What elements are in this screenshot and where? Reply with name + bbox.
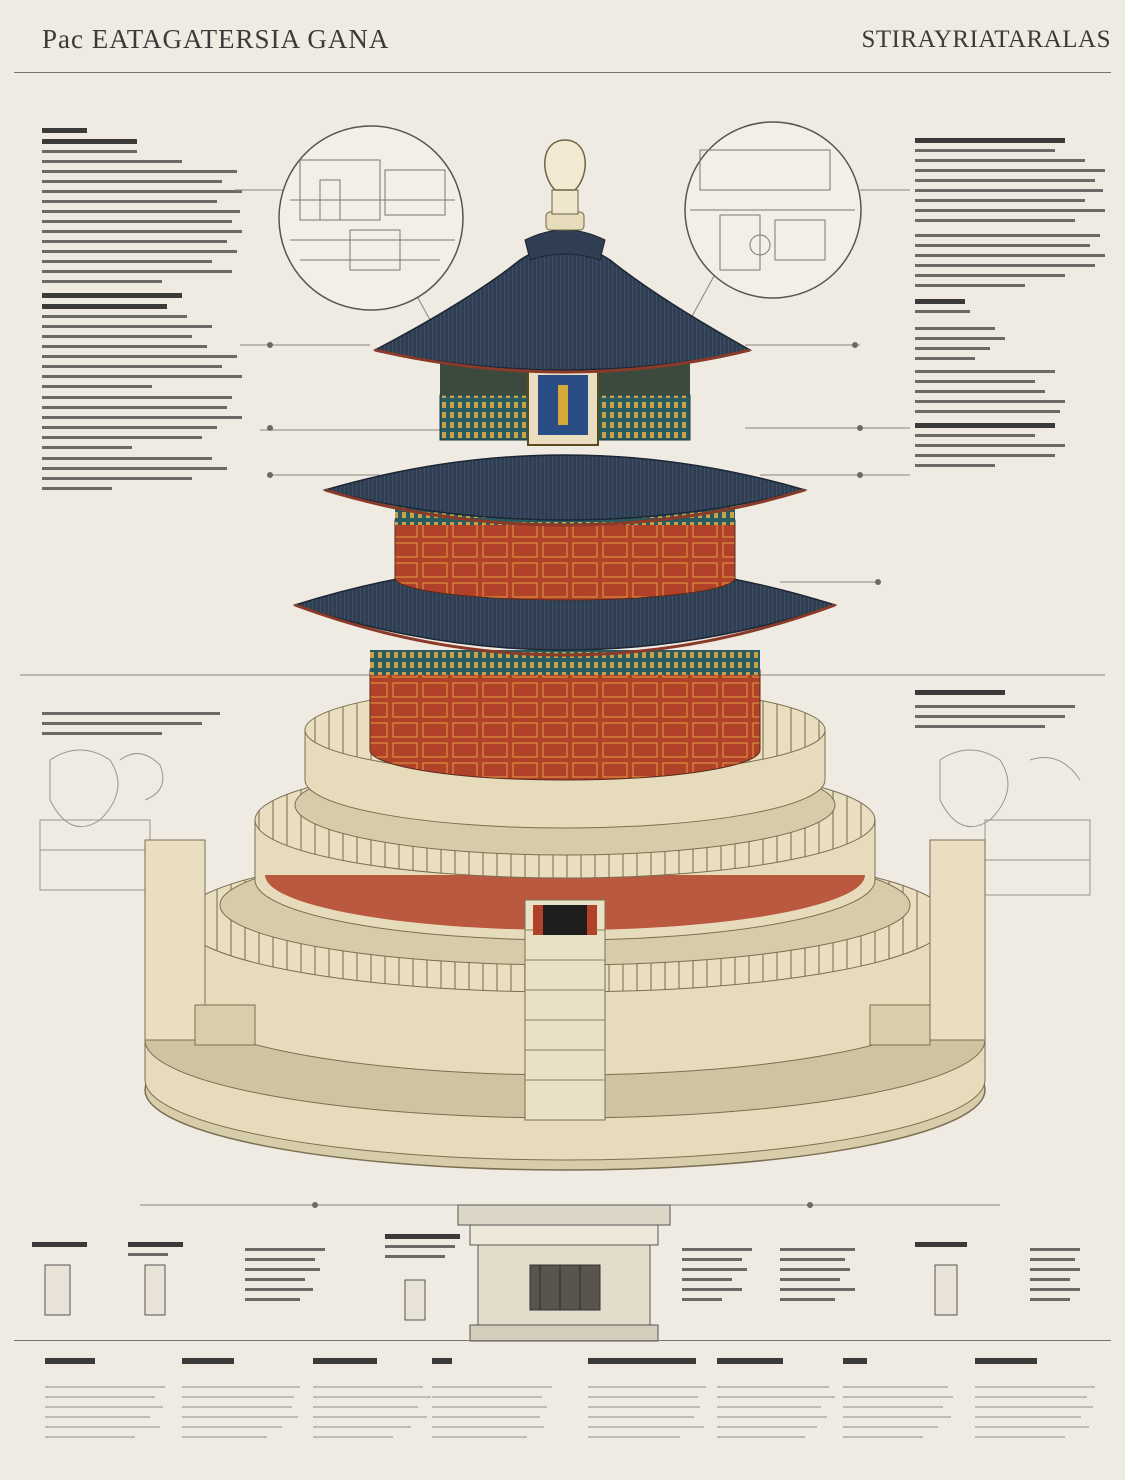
footer-column-2: [182, 1358, 302, 1446]
gate-elevation: [457, 1204, 671, 1342]
detail-label-7: [915, 1242, 975, 1253]
footer-column-1: [45, 1358, 165, 1446]
header-rule: [14, 72, 1111, 73]
footer-column-8: [975, 1358, 1095, 1446]
footer-rule: [14, 1340, 1111, 1341]
poster-title-left: Pac EATAGATERSIA GANA: [42, 24, 390, 54]
footer-column-4: [432, 1358, 552, 1446]
side-sketch-left: [39, 749, 164, 891]
detail-circle-right: [684, 121, 862, 299]
upper-drum: [439, 360, 691, 446]
detail-label-4: [385, 1234, 465, 1265]
left-text-column: [42, 128, 242, 497]
poster-title-right: STIRAYRIATARALAS: [861, 26, 1111, 53]
left-mid-text: [42, 712, 222, 742]
detail-label-8: [1030, 1248, 1090, 1308]
finial: [544, 139, 586, 231]
detail-label-6: [780, 1248, 860, 1308]
detail-circle-left: [278, 125, 464, 311]
side-sketch-right: [939, 749, 1091, 896]
detail-label-1: [32, 1242, 102, 1253]
footer-column-3: [313, 1358, 433, 1446]
detail-label-3: [245, 1248, 335, 1308]
footer-column-7: [843, 1358, 963, 1446]
detail-label-5: [682, 1248, 762, 1308]
detail-label-2: [128, 1242, 198, 1263]
column-detail: [44, 1264, 958, 1321]
right-text-column: [915, 138, 1105, 474]
footer-column-6: [717, 1358, 837, 1446]
top-roof: [372, 229, 753, 374]
lower-drum: [369, 650, 761, 781]
right-mid-text: [915, 690, 1085, 735]
middle-roof: [322, 454, 808, 527]
footer-column-5: [588, 1358, 708, 1446]
